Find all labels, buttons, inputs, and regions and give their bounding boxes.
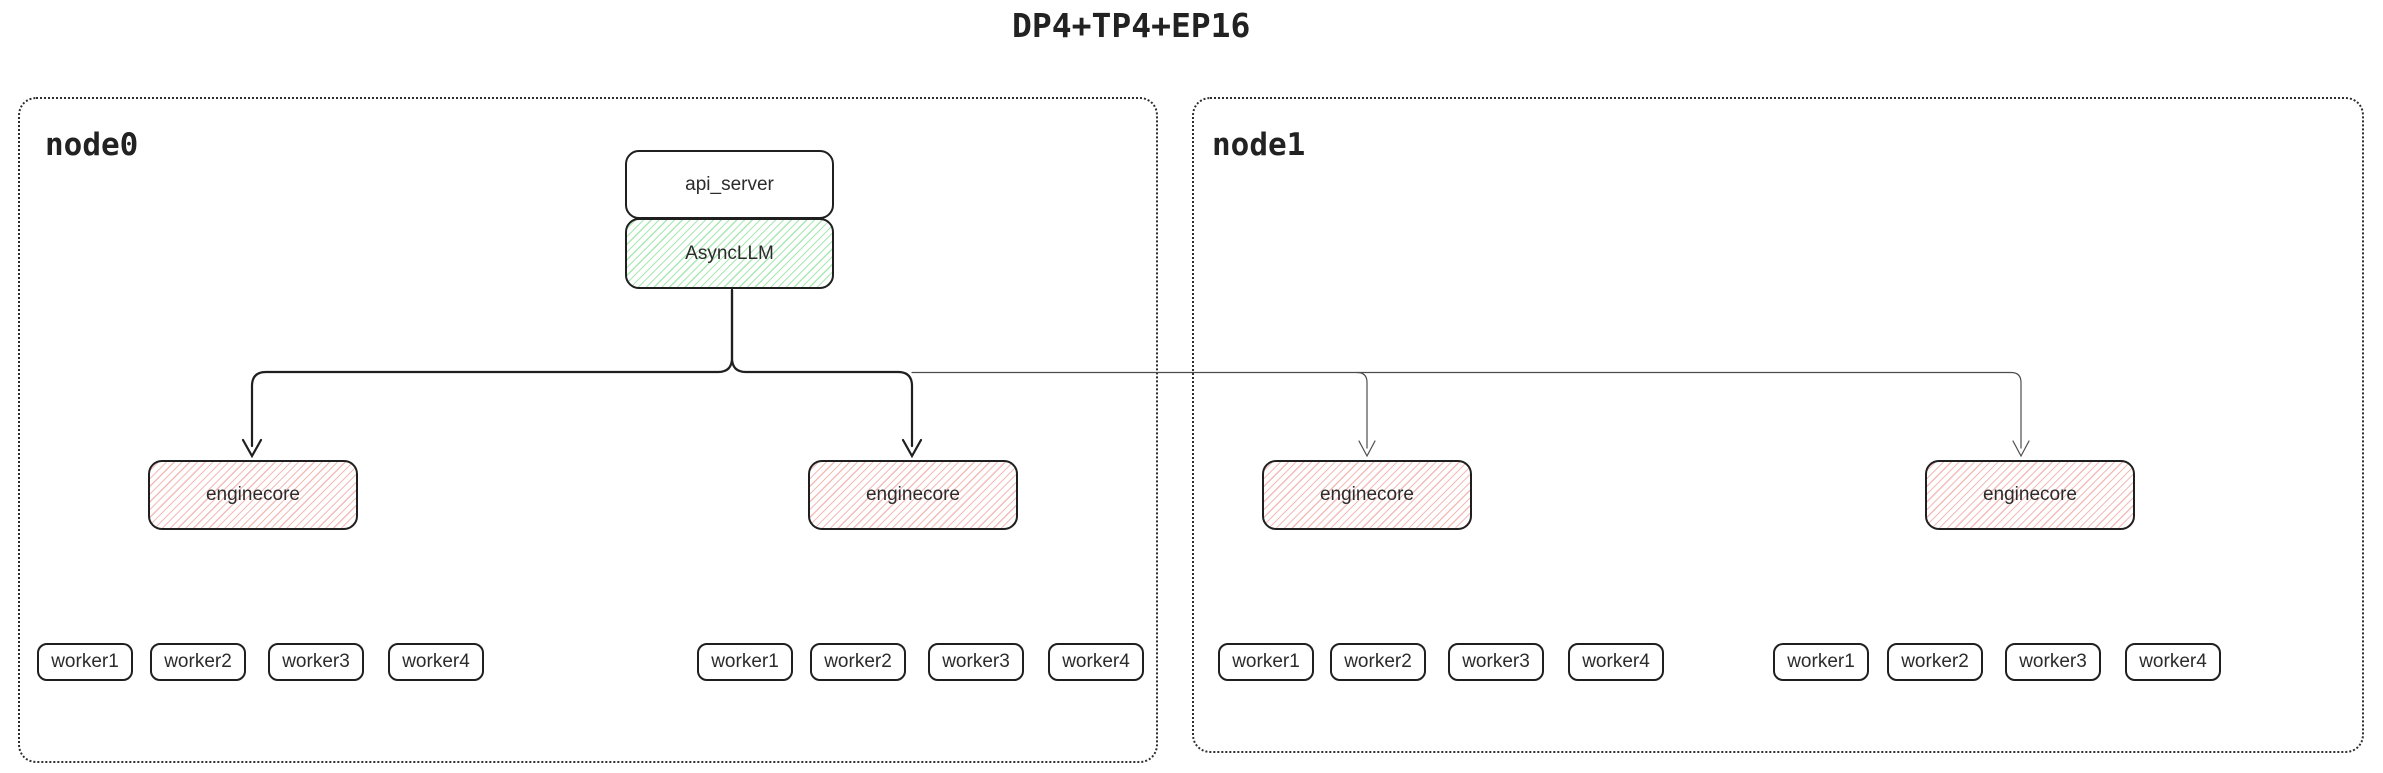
enginecore-label: enginecore <box>1319 484 1415 505</box>
worker-box: worker1 <box>697 643 793 681</box>
worker-box: worker4 <box>1568 643 1664 681</box>
enginecore-label: enginecore <box>865 484 961 505</box>
enginecore-box-node1-0: enginecore <box>1262 460 1472 530</box>
worker-box: worker2 <box>810 643 906 681</box>
async-llm-label: AsyncLLM <box>685 242 774 264</box>
worker-box: worker3 <box>928 643 1024 681</box>
worker-box: worker1 <box>1218 643 1314 681</box>
worker-box: worker2 <box>1330 643 1426 681</box>
enginecore-label: enginecore <box>1982 484 2078 505</box>
enginecore-box-node1-1: enginecore <box>1925 460 2135 530</box>
worker-box: worker1 <box>1773 643 1869 681</box>
enginecore-label: enginecore <box>205 484 301 505</box>
api-server-label: api_server <box>685 173 774 195</box>
node0-label: node0 <box>45 127 139 163</box>
enginecore-box-node0-1: enginecore <box>808 460 1018 530</box>
node1-label: node1 <box>1212 127 1306 163</box>
worker-box: worker2 <box>150 643 246 681</box>
worker-box: worker4 <box>1048 643 1144 681</box>
worker-box: worker3 <box>2005 643 2101 681</box>
worker-box: worker3 <box>1448 643 1544 681</box>
worker-box: worker4 <box>2125 643 2221 681</box>
api-server-box: api_server <box>625 150 834 219</box>
worker-box: worker3 <box>268 643 364 681</box>
diagram-title: DP4+TP4+EP16 <box>1012 6 1251 45</box>
worker-box: worker1 <box>37 643 133 681</box>
enginecore-box-node0-0: enginecore <box>148 460 358 530</box>
worker-box: worker2 <box>1887 643 1983 681</box>
async-llm-box: AsyncLLM <box>625 218 834 289</box>
worker-box: worker4 <box>388 643 484 681</box>
